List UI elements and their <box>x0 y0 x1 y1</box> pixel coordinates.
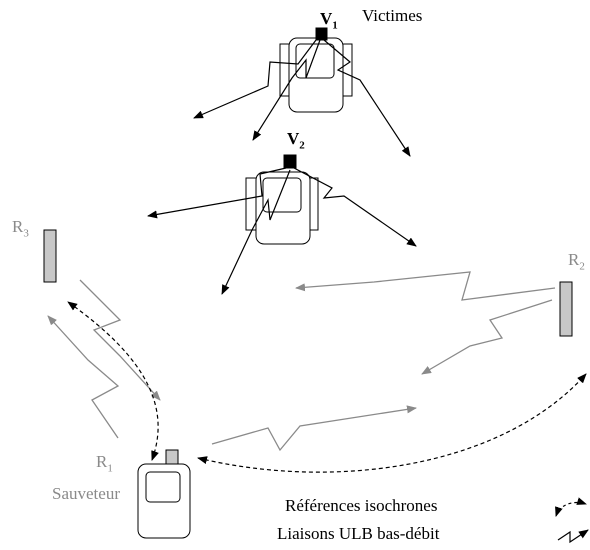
relay-r3-label: R3 <box>12 217 29 239</box>
legend-dashed-arrow-icon <box>555 497 587 517</box>
v2-link-left <box>147 167 287 219</box>
legend-isochronous-label: Références isochrones <box>285 496 438 515</box>
relay-r3 <box>43 229 57 283</box>
relay-r2 <box>559 281 573 337</box>
relay-links <box>47 271 556 452</box>
rescuer-r2-dashed-link <box>197 373 587 473</box>
victim-1-subscript: 1 <box>332 19 338 32</box>
v1-link-down <box>252 39 321 141</box>
victim-2-links <box>147 167 417 295</box>
victim-1-links <box>193 39 411 157</box>
relay-r2-letter: R <box>568 250 580 269</box>
rescuer-r3-dashed-link <box>67 301 159 461</box>
r2-to-center-link <box>421 299 553 375</box>
v1-link-right <box>323 39 411 157</box>
r3-to-rescuer-link <box>79 279 161 401</box>
v2-link-down <box>221 169 291 295</box>
relay-r1-label: R1 <box>96 452 113 474</box>
victim-2-letter: V <box>287 129 300 148</box>
relay-r1-subscript: 1 <box>107 462 113 475</box>
relay-r3-subscript: 3 <box>23 227 29 240</box>
rescuer-to-right-link <box>211 405 417 452</box>
victim-2-device <box>245 154 319 245</box>
relay-r2-subscript: 2 <box>579 260 585 273</box>
v2-link-right <box>293 167 417 247</box>
victims-label: Victimes <box>362 6 423 25</box>
relay-r3-letter: R <box>12 217 24 236</box>
victim-1-device <box>279 27 353 113</box>
relay-r2-label: R2 <box>568 250 585 272</box>
relay-r1-letter: R <box>96 452 108 471</box>
victim-2-label: V2 <box>287 129 305 151</box>
victim-1-letter: V <box>320 9 333 28</box>
legend-zigzag-arrow-icon <box>557 529 589 544</box>
victim-1-label: V1 <box>320 9 338 31</box>
legend-symbols <box>555 497 589 544</box>
victim-2-subscript: 2 <box>299 139 305 152</box>
legend-uwb-label: Liaisons ULB bas-débit <box>277 524 440 543</box>
v1-link-left <box>193 39 317 119</box>
rescuer-label: Sauveteur <box>52 484 120 503</box>
r2-to-v2-area-link <box>295 271 556 301</box>
isochronous-reference-links <box>67 301 587 473</box>
rescuer-device <box>137 449 191 539</box>
